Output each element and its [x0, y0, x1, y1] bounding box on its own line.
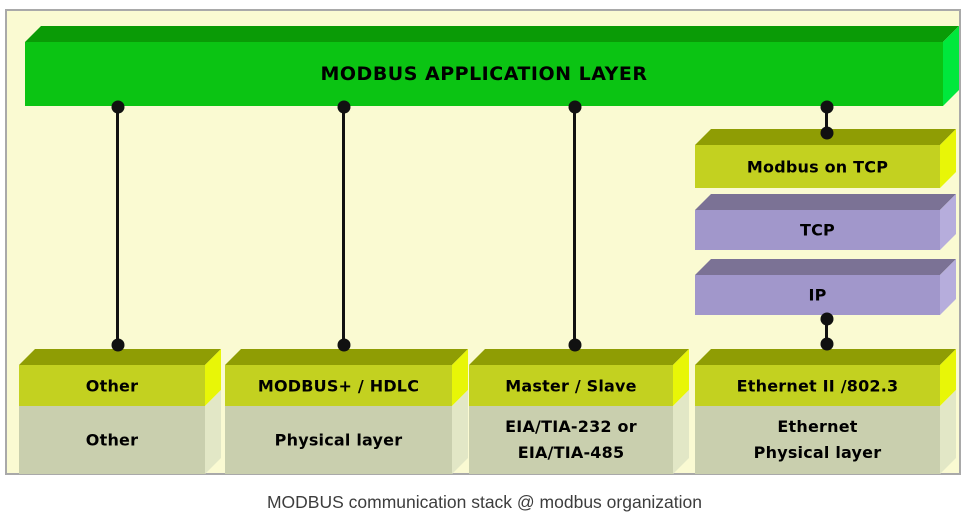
connector-dot: [820, 100, 833, 114]
block-other-physical-layer: Other: [19, 390, 221, 474]
block-modbus-plus-physical-layer: Physical layer: [225, 390, 468, 474]
eia-tia-line2: EIA/TIA-485: [517, 443, 625, 462]
connector-dot: [568, 100, 581, 114]
connector-app-to-modbus-on-tcp: [820, 100, 833, 140]
column-master-slave: Master / Slave EIA/TIA-232 or EIA/TIA-485: [469, 349, 689, 474]
modbus-on-tcp-label: Modbus on TCP: [746, 157, 889, 176]
top-face: [469, 349, 689, 365]
column-other: Other Other: [19, 349, 221, 474]
eia-tia-label: EIA/TIA-232 or EIA/TIA-485: [469, 414, 673, 466]
connector-dot: [820, 337, 833, 351]
block-ip: IP: [695, 259, 956, 315]
connector-app-to-other: [111, 100, 124, 352]
connector-dot: [111, 100, 124, 114]
connector-dot: [337, 100, 350, 114]
connector-dot: [820, 126, 833, 140]
top-face: [19, 349, 221, 365]
modbus-application-layer-label: MODBUS APPLICATION LAYER: [320, 63, 648, 85]
connector-dot: [820, 312, 833, 326]
ip-label: IP: [808, 285, 827, 305]
top-face: [225, 349, 468, 365]
modbus-plus-physical-label: Physical layer: [274, 430, 403, 450]
eia-tia-line1: EIA/TIA-232 or: [505, 417, 637, 436]
figure-caption: MODBUS communication stack @ modbus orga…: [266, 492, 703, 512]
block-ethernet-ii-802-3: Ethernet II /802.3: [695, 349, 956, 406]
block-modbus-application-layer: MODBUS APPLICATION LAYER: [25, 26, 959, 106]
connector-dot: [111, 338, 124, 352]
top-face: [25, 26, 959, 42]
tcp-label: TCP: [800, 220, 835, 240]
ethernet-physical-line1: Ethernet: [777, 417, 858, 436]
connector-dot: [337, 338, 350, 352]
block-eia-tia-physical-layer: EIA/TIA-232 or EIA/TIA-485: [469, 390, 689, 474]
ethernet-ii-label: Ethernet II /802.3: [736, 376, 899, 395]
column-modbus-plus: MODBUS+ / HDLC Physical layer: [225, 349, 468, 474]
connector-ip-to-ethernet: [820, 312, 833, 351]
block-other-link-layer: Other: [19, 349, 221, 406]
block-modbus-on-tcp: Modbus on TCP: [695, 129, 956, 188]
other-link-label: Other: [85, 376, 139, 395]
connector-app-to-modbus-plus: [337, 100, 350, 352]
block-master-slave: Master / Slave: [469, 349, 689, 406]
top-face: [695, 259, 956, 275]
top-face: [695, 194, 956, 210]
modbus-plus-hdlc-label: MODBUS+ / HDLC: [257, 376, 420, 395]
block-modbus-plus-hdlc: MODBUS+ / HDLC: [225, 349, 468, 406]
top-face: [695, 349, 956, 365]
other-physical-label: Other: [85, 430, 139, 450]
ethernet-physical-line2: Physical layer: [753, 443, 882, 462]
connector-dot: [568, 338, 581, 352]
master-slave-label: Master / Slave: [505, 376, 637, 395]
connector-app-to-master-slave: [568, 100, 581, 352]
block-tcp: TCP: [695, 194, 956, 250]
